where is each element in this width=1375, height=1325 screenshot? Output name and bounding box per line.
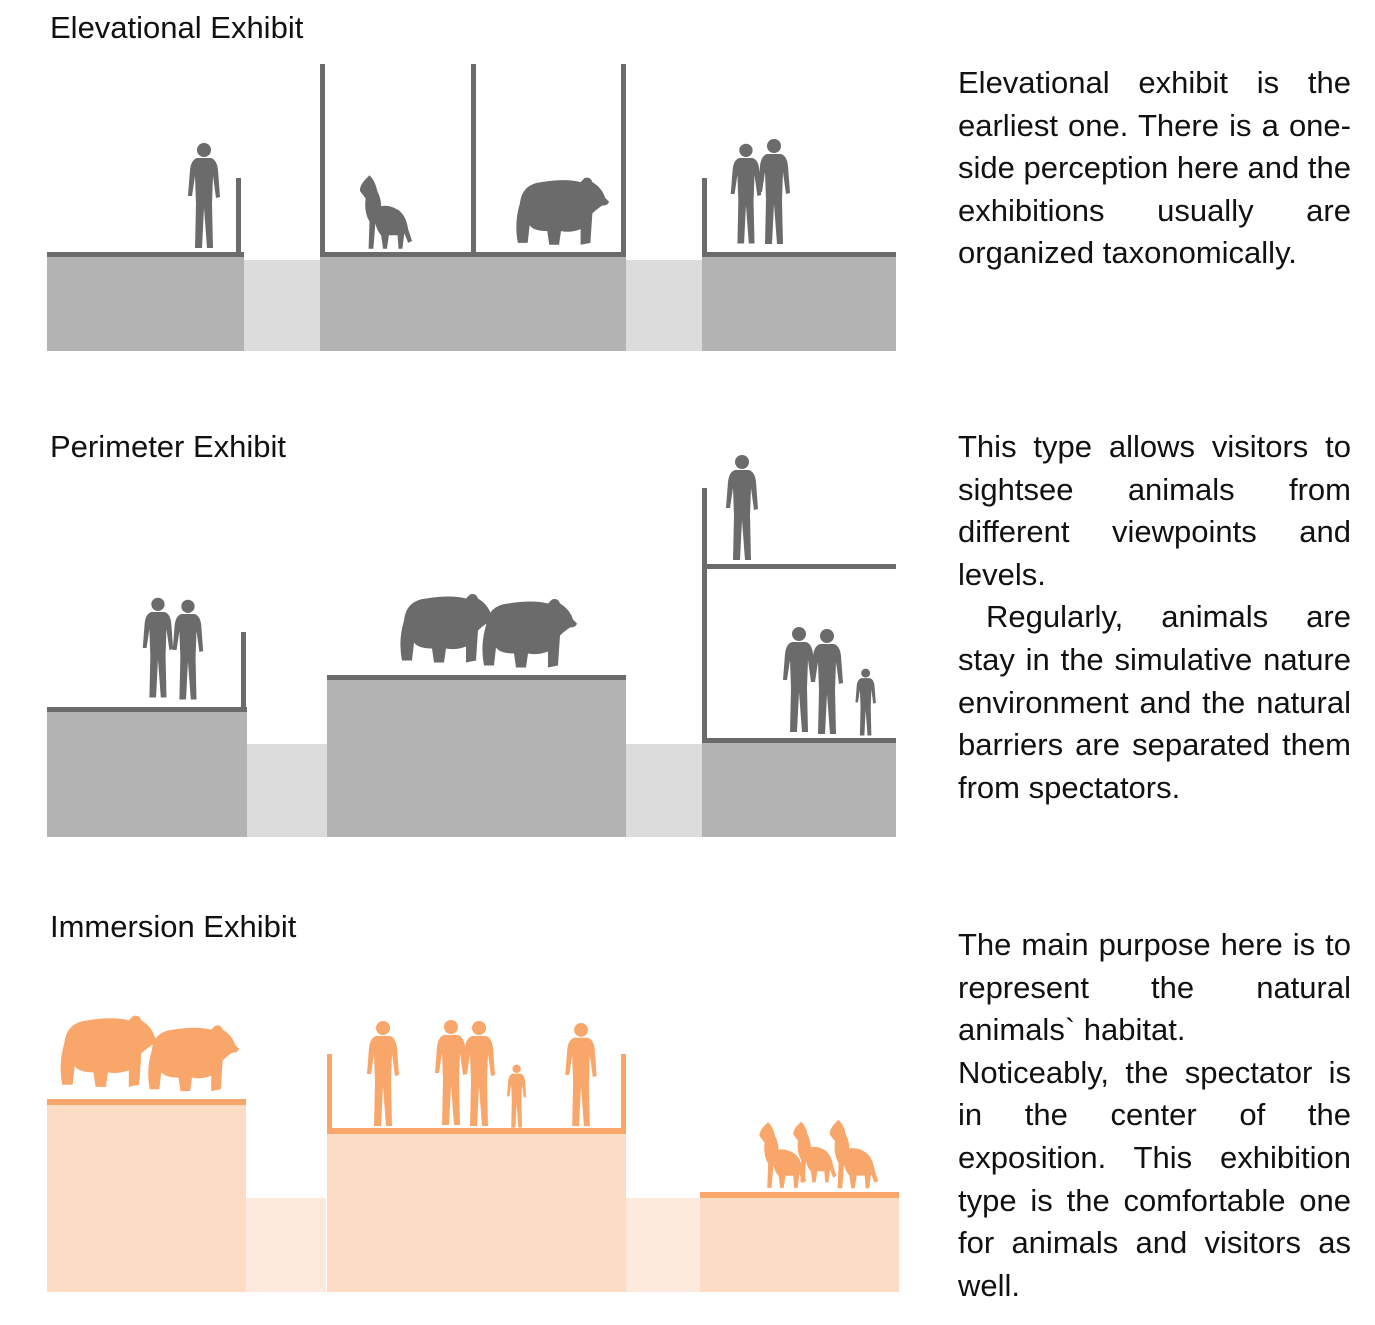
upper-deck-line — [702, 564, 896, 569]
description-perimeter: This type allows visitors to sightsee an… — [958, 426, 1351, 809]
couple-icon — [142, 597, 204, 700]
section-title-perimeter: Perimeter Exhibit — [50, 429, 287, 464]
visitor-platform-left — [47, 710, 247, 837]
family-icon — [783, 627, 876, 736]
bear-pair-icon — [60, 1015, 240, 1092]
floor-line — [47, 252, 244, 257]
description-paragraph: Elevational exhibit is the earliest one.… — [958, 65, 1351, 271]
visitor-platform-center — [327, 1132, 626, 1292]
description-immersion: The main purpose here is to represent th… — [958, 924, 1351, 1307]
wolf-icon — [359, 175, 413, 249]
description-elevational: Elevational exhibit is the earliest one.… — [958, 62, 1351, 275]
moat-left — [246, 1198, 326, 1292]
railing — [327, 1054, 332, 1134]
person-icon — [726, 455, 758, 560]
bear-pair-icon — [400, 594, 577, 668]
description-paragraph: The main purpose here is to represent th… — [958, 927, 1351, 1048]
description-paragraph: This type allows visitors to sightsee an… — [958, 429, 1351, 592]
floor-line — [702, 252, 896, 257]
immersion-exhibit-diagram — [47, 1015, 899, 1292]
floor-line — [47, 707, 247, 712]
cage-wall — [471, 64, 476, 256]
perimeter-exhibit-diagram — [47, 455, 896, 837]
elevational-exhibit-diagram — [47, 64, 896, 351]
family-icon — [367, 1020, 597, 1128]
floor-line — [700, 1192, 899, 1198]
floor-line — [327, 675, 626, 680]
tower-wall — [702, 488, 707, 743]
visitor-platform-right — [702, 255, 896, 351]
cage-wall — [320, 64, 325, 256]
person-icon — [188, 143, 220, 248]
moat-left — [244, 260, 320, 351]
floor-line — [327, 1128, 626, 1134]
visitor-platform-left — [47, 255, 244, 351]
floor-line — [702, 738, 896, 743]
railing — [241, 632, 246, 710]
couple-icon — [730, 139, 790, 244]
description-paragraph: Noticeably, the spectator is in the cent… — [958, 1054, 1351, 1303]
enclosure-block — [320, 255, 626, 351]
cage-wall — [621, 64, 626, 256]
moat-left — [247, 744, 327, 837]
railing — [702, 178, 707, 256]
section-title-immersion: Immersion Exhibit — [50, 909, 297, 944]
animal-platform-right — [700, 1195, 899, 1292]
bear-icon — [516, 177, 610, 245]
moat-right — [626, 744, 702, 837]
section-title-elevational: Elevational Exhibit — [50, 10, 304, 45]
wolf-pack-icon — [759, 1119, 879, 1189]
floor-line — [47, 1099, 246, 1105]
railing — [236, 178, 241, 256]
moat-right — [626, 1198, 700, 1292]
animal-platform-left — [47, 1103, 246, 1292]
moat-right — [626, 260, 702, 351]
visitor-platform-right — [702, 742, 896, 837]
description-paragraph: Regularly, animals are stay in the simul… — [958, 599, 1351, 805]
animal-platform — [327, 678, 626, 837]
railing — [621, 1054, 626, 1134]
